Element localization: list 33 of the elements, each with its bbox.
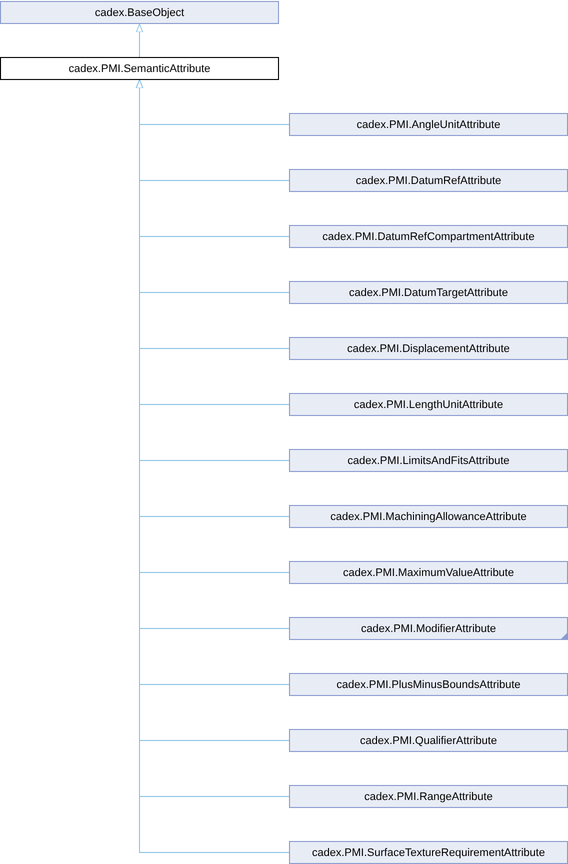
- class-name: cadex.PMI.QualifierAttribute: [360, 734, 497, 746]
- class-name: cadex.PMI.SurfaceTextureRequirementAttribute: [312, 846, 545, 858]
- class-name: cadex.PMI.DatumTargetAttribute: [349, 286, 508, 298]
- class-box: [289, 729, 568, 752]
- class-name: cadex.PMI.DisplacementAttribute: [347, 342, 510, 354]
- class-box: [289, 673, 568, 696]
- class-box: [289, 561, 568, 584]
- class-box: [289, 393, 568, 416]
- class-name: cadex.PMI.DatumRefAttribute: [356, 174, 502, 186]
- class-box: [289, 281, 568, 304]
- class-box: [289, 169, 568, 192]
- class-name: cadex.PMI.DatumRefCompartmentAttribute: [322, 230, 535, 242]
- class-box: [289, 113, 568, 136]
- class-box: [0, 1, 279, 24]
- class-name: cadex.PMI.MachiningAllowanceAttribute: [330, 510, 527, 522]
- class-name: cadex.PMI.ModifierAttribute: [360, 622, 496, 634]
- class-name: cadex.PMI.PlusMinusBoundsAttribute: [336, 678, 521, 690]
- class-box: [289, 617, 568, 640]
- class-box: [0, 57, 279, 80]
- class-name: cadex.PMI.LimitsAndFitsAttribute: [347, 454, 510, 466]
- class-name: cadex.PMI.SemanticAttribute: [68, 62, 210, 74]
- class-name: cadex.PMI.AngleUnitAttribute: [356, 118, 500, 130]
- class-box: [289, 449, 568, 472]
- class-name: cadex.PMI.LengthUnitAttribute: [354, 398, 504, 410]
- class-box: [289, 225, 568, 248]
- class-name: cadex.BaseObject: [94, 6, 184, 18]
- class-name: cadex.PMI.RangeAttribute: [364, 790, 493, 802]
- class-box: [289, 785, 568, 808]
- inheritance-arrow: [136, 24, 144, 58]
- class-box: [289, 337, 568, 360]
- class-box: [289, 841, 568, 864]
- class-box: [289, 505, 568, 528]
- class-name: cadex.PMI.MaximumValueAttribute: [343, 566, 514, 578]
